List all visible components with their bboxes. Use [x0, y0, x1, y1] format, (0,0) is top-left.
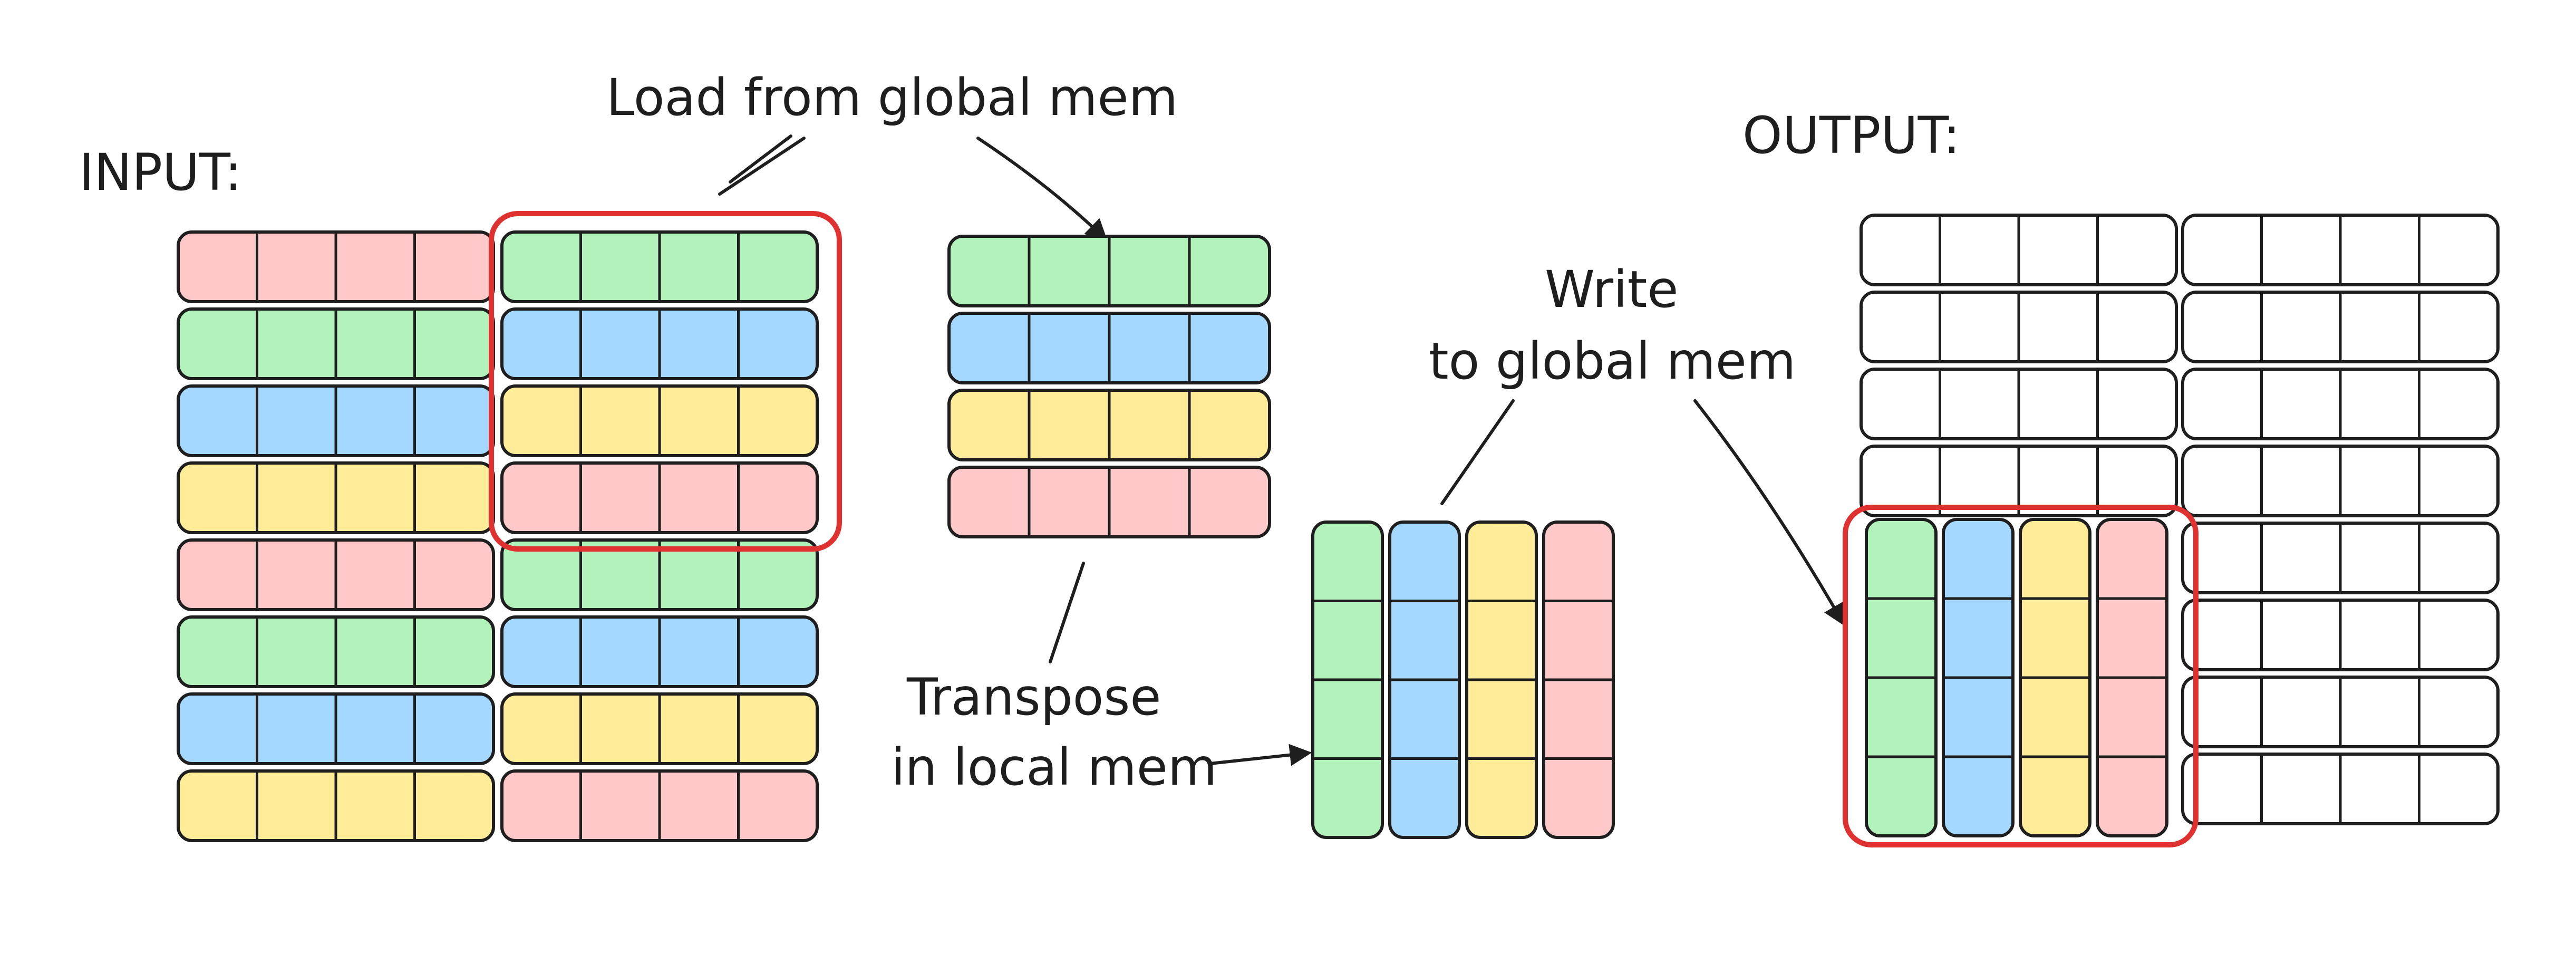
output-right-row-5: [2181, 522, 2500, 594]
output-right-row-3: [2181, 368, 2500, 440]
input-left-row-7: [177, 692, 495, 765]
input-left-row-3: [177, 384, 495, 457]
output-right-row-7: [2181, 676, 2500, 748]
input-grid: [177, 230, 819, 842]
load-label: Load from global mem: [606, 68, 1178, 127]
load-arrow: [976, 137, 1108, 242]
output-left-row-4: [1860, 445, 2178, 517]
write-arrow: [1693, 399, 1845, 626]
local-load-row-4: [947, 466, 1271, 538]
input-left-row-2: [177, 307, 495, 380]
input-left-row-6: [177, 615, 495, 688]
output-filled-col-4: [2096, 518, 2168, 837]
input-right-row-3: [500, 384, 819, 457]
output-right-row-6: [2181, 599, 2500, 671]
local-transposed-block: [1311, 520, 1615, 839]
input-right-row-7: [500, 692, 819, 765]
output-right-row-4: [2181, 445, 2500, 517]
output-right-row-8: [2181, 753, 2500, 825]
local-load-row-1: [947, 235, 1271, 307]
local-transposed-col-3: [1465, 520, 1538, 839]
write-connector: [1440, 399, 1515, 505]
transpose-arrow: [1208, 744, 1312, 766]
local-transposed-col-1: [1311, 520, 1384, 839]
output-grid: [1860, 214, 2500, 837]
output-left-row-2: [1860, 291, 2178, 363]
output-left-row-1: [1860, 214, 2178, 286]
transpose-label-line1: Transpose: [906, 668, 1161, 727]
output-selection-highlight: [1843, 505, 2199, 847]
load-connector: [718, 137, 806, 196]
output-right-row-1: [2181, 214, 2500, 286]
input-right-row-5: [500, 538, 819, 611]
transpose-label-line2: in local mem: [891, 738, 1217, 797]
write-label-line2: to global mem: [1429, 332, 1796, 391]
local-load-block: [947, 235, 1271, 538]
output-filled-col-3: [2019, 518, 2091, 837]
local-transposed-col-2: [1388, 520, 1461, 839]
input-left-row-8: [177, 769, 495, 842]
input-left-row-1: [177, 230, 495, 303]
local-load-row-3: [947, 389, 1271, 461]
input-right-row-4: [500, 461, 819, 534]
output-filled-col-2: [1942, 518, 2015, 837]
input-label: INPUT:: [79, 143, 242, 202]
output-left-row-3: [1860, 368, 2178, 440]
input-selection-highlight: [489, 211, 842, 552]
output-right-row-2: [2181, 291, 2500, 363]
local-transposed-col-4: [1542, 520, 1615, 839]
input-right-row-6: [500, 615, 819, 688]
output-label: OUTPUT:: [1742, 106, 1960, 165]
local-load-row-2: [947, 312, 1271, 384]
input-right-row-8: [500, 769, 819, 842]
highlight-boxes: [489, 211, 2199, 847]
input-left-row-5: [177, 538, 495, 611]
output-filled-col-1: [1865, 518, 1938, 837]
input-right-row-1: [500, 230, 819, 303]
transpose-connector: [1049, 562, 1085, 663]
write-label-line1: Write: [1545, 260, 1678, 319]
load-connector-2: [729, 134, 792, 184]
input-right-row-2: [500, 307, 819, 380]
input-left-row-4: [177, 461, 495, 534]
